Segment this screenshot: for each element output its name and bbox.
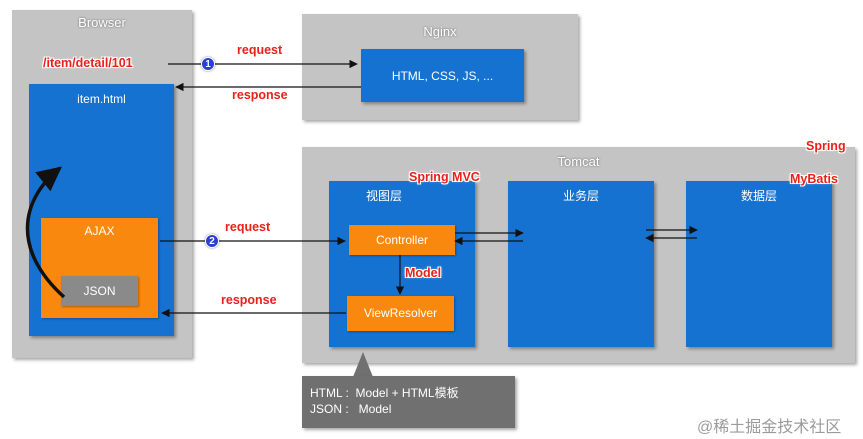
json-box [61,276,138,306]
browser-title: Browser [78,15,126,30]
watermark: @稀土掘金技术社区 [697,419,842,436]
step-2-badge: 2 [205,234,219,248]
view-layer-label: 视图层 [365,189,402,203]
response-label-1: response [232,88,288,102]
service-layer [508,181,654,347]
data-layer-label: 数据层 [740,189,777,203]
service-layer-label: 业务层 [562,189,599,203]
view-resolver-label: ViewResolver [363,306,438,320]
callout-line-html: HTML : Model + HTML模板 [310,386,459,400]
model-label: Model [405,266,442,280]
request-label-1: request [237,43,283,57]
url-label: /item/detail/101 [43,56,133,70]
spring-label: Spring [806,139,846,153]
nginx-title: Nginx [423,24,457,39]
render-curve-arrow [25,166,66,299]
data-layer [686,181,832,347]
json-label: JSON [83,284,116,298]
mybatis-label: MyBatis [790,172,838,186]
spring-mvc-label: Spring MVC [409,170,480,184]
callout-line-json: JSON : Model [310,402,392,416]
item-html-label: item.html [77,92,126,106]
controller-box [349,225,455,255]
ajax-label: AJAX [84,224,115,238]
static-resources-label: HTML, CSS, JS, ... [391,69,494,83]
render-callout: HTML : Model + HTML模板 JSON : Model [302,376,515,428]
view-resolver-box [347,296,454,331]
tomcat-title: Tomcat [557,154,600,169]
callout-pointer [353,352,373,377]
static-resources-box [361,49,524,102]
controller-label: Controller [375,233,429,247]
response-label-2: response [221,293,277,307]
step-1-badge: 1 [201,57,215,71]
request-label-2: request [225,220,271,234]
